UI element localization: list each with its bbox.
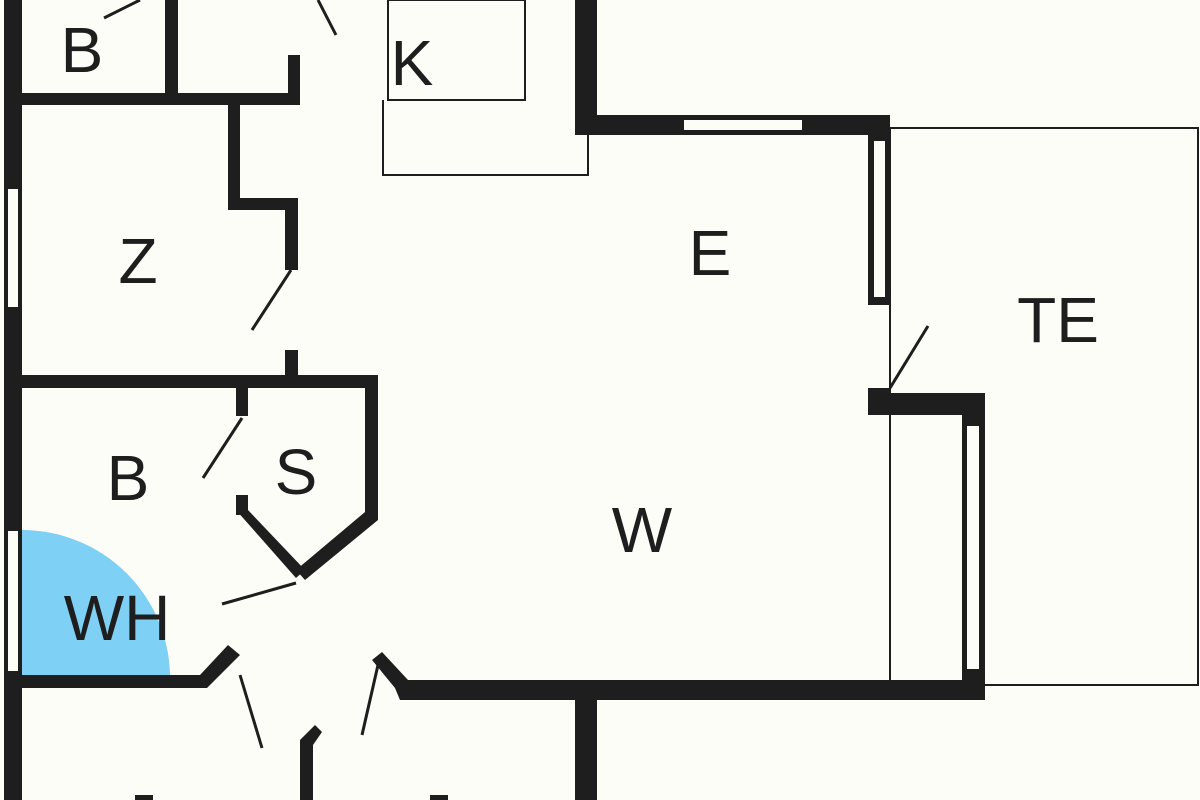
room-label-z: Z <box>118 225 157 297</box>
room-label-living: W <box>612 494 673 566</box>
water-heater-area <box>22 530 170 675</box>
room-label-bath-top: B <box>61 14 104 86</box>
kitchen-counter-bottom <box>382 100 589 176</box>
room-label-water-heater: WH <box>64 582 171 654</box>
room-label-kitchen: K <box>391 27 434 99</box>
windows <box>6 118 981 673</box>
room-label-dining: E <box>689 217 732 289</box>
room-label-storage: S <box>275 436 318 508</box>
doors <box>103 0 930 749</box>
room-label-bath: B <box>107 442 150 514</box>
room-label-terrace: TE <box>1017 284 1099 356</box>
kitchen-counter-top <box>387 0 526 101</box>
